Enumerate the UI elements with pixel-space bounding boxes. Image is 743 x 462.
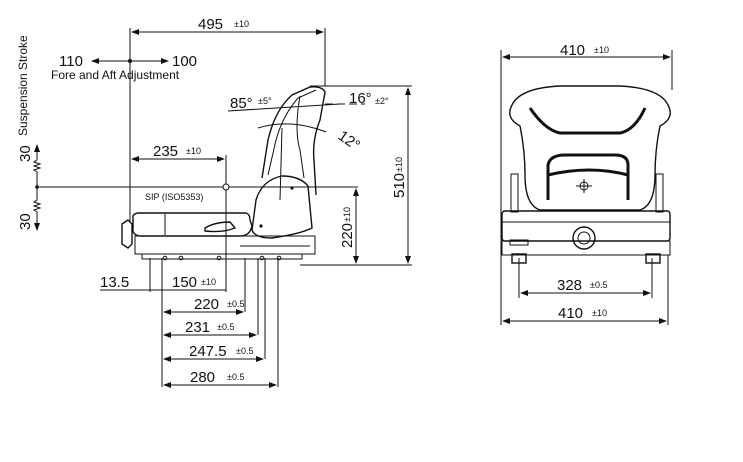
recline-angle-tol: ±2°	[375, 96, 389, 106]
dim-220b-tol: ±0.5	[227, 299, 244, 309]
dim-280-tol: ±0.5	[227, 372, 244, 382]
front-top-width-value: 410	[560, 42, 585, 59]
front-top-width-tol: ±10	[594, 45, 609, 55]
backrest-angle-value: 85°	[230, 95, 253, 112]
dim-510-value: 510	[391, 173, 408, 198]
dim-495-value: 495	[198, 16, 223, 33]
fore-aft-label: Fore and Aft Adjustment	[51, 68, 180, 82]
front-mount-width-value: 328	[557, 277, 582, 294]
dim-280-value: 280	[190, 369, 215, 386]
front-view: 410 ±10 328 ±0.5 410 ±10	[500, 42, 673, 325]
side-view: 495 ±10 110 100 Fore and Aft Adjustment …	[16, 16, 412, 388]
dim-220-value: 220	[339, 223, 356, 248]
dim-235-tol: ±10	[186, 146, 201, 156]
dim-150-value: 150	[172, 274, 197, 291]
dim-235-value: 235	[153, 143, 178, 160]
backrest-angle-tol: ±5°	[258, 96, 272, 106]
dim-510-tol: ±10	[394, 157, 404, 172]
sip-point-icon	[222, 183, 230, 191]
dim-13-5-value: 13.5	[100, 274, 129, 291]
dim-247-value: 247.5	[189, 343, 227, 360]
seat-side-illustration	[121, 86, 365, 261]
dim-247-tol: ±0.5	[236, 346, 253, 356]
tilt-angle-value: 12°	[335, 127, 363, 154]
fore-aft-front: 100	[172, 53, 197, 70]
recline-angle-value: 16°	[349, 90, 372, 107]
front-mount-width-tol: ±0.5	[590, 280, 607, 290]
sip-label: SIP (ISO5353)	[145, 192, 203, 202]
suspension-down: 30	[17, 213, 34, 230]
dim-495-tol: ±10	[234, 19, 249, 29]
dim-220b-value: 220	[194, 296, 219, 313]
front-bottom-width-tol: ±10	[592, 308, 607, 318]
fore-aft-rear: 110	[59, 53, 83, 70]
suspension-up: 30	[17, 145, 34, 162]
front-bottom-width-value: 410	[558, 305, 583, 322]
dim-150-tol: ±10	[201, 277, 216, 287]
dim-220-tol: ±10	[342, 207, 352, 222]
spring-icon	[32, 144, 42, 231]
dim-231-value: 231	[185, 319, 210, 336]
suspension-label: Suspension Stroke	[16, 35, 30, 136]
dim-231-tol: ±0.5	[217, 322, 234, 332]
seat-front-illustration	[501, 85, 671, 264]
